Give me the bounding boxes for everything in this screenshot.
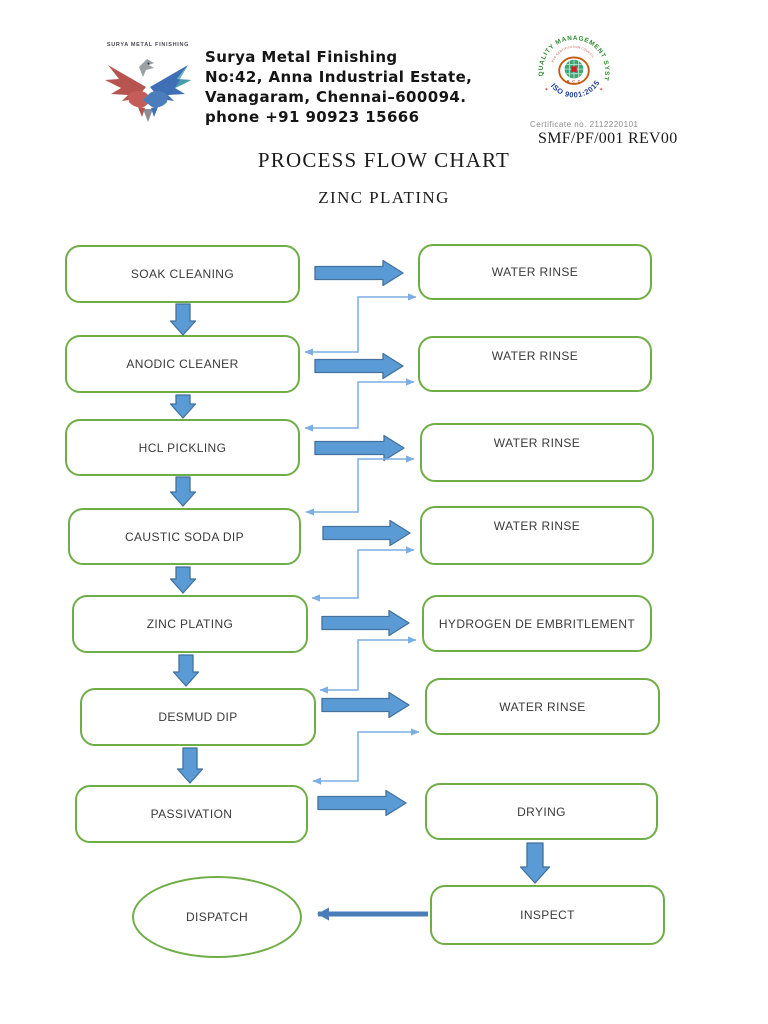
page-title: PROCESS FLOW CHART (257, 148, 511, 172)
logo-caption: SURYA METAL FINISHING (106, 42, 190, 48)
process-arrow-right (321, 691, 410, 719)
flow-node-label: WATER RINSE (491, 349, 579, 363)
process-arrow-down (176, 747, 204, 784)
return-connector (305, 455, 415, 516)
iso-seal-icon: QUALITY MANAGEMENT SYSTEMS RCC CERTIFICA… (532, 29, 610, 100)
process-arrow-down (519, 842, 551, 884)
process-arrow-right (314, 434, 405, 462)
flow-node-label: WATER RINSE (491, 265, 579, 279)
badge-star-left: ✶ (544, 87, 548, 93)
eagle-handshake-logo-icon (105, 59, 191, 122)
flow-node-label: WATER RINSE (493, 436, 581, 450)
process-arrow-down (169, 303, 197, 336)
return-connector (304, 378, 415, 432)
flow-node-passivation: PASSIVATION (75, 785, 308, 843)
flow-node-caustic-soda-dip: CAUSTIC SODA DIP (68, 508, 301, 565)
process-arrow-right (314, 259, 404, 287)
flow-node-water-rinse-2: WATER RINSE (418, 336, 652, 392)
flow-node-water-rinse-3: WATER RINSE (420, 423, 654, 482)
page-subtitle: ZINC PLATING (318, 188, 450, 207)
flow-node-label: WATER RINSE (499, 699, 586, 714)
process-arrow-down (169, 476, 197, 507)
return-connector (319, 636, 417, 694)
flow-node-anodic-cleaner: ANODIC CLEANER (65, 335, 300, 393)
badge-star-right: ✶ (599, 87, 603, 93)
document-code: SMF/PF/001 REV00 (538, 130, 678, 147)
return-connector (311, 546, 415, 602)
process-arrow-right (317, 789, 407, 817)
flow-node-label: HYDROGEN DE EMBRITLEMENT (438, 616, 636, 631)
flow-node-water-rinse-5: WATER RINSE (425, 678, 660, 735)
process-arrow-right (322, 519, 411, 547)
flow-node-label: PASSIVATION (150, 807, 233, 821)
flow-node-hydrogen-de-embritlement: HYDROGEN DE EMBRITLEMENT (422, 595, 652, 652)
badge-globe-icon (564, 59, 584, 79)
certificate-number: Certificate no. 2112220101 (530, 120, 639, 129)
badge-center-text: R C C (567, 79, 581, 83)
company-phone: phone +91 90923 15666 (205, 108, 420, 126)
flow-node-label: DRYING (517, 804, 566, 819)
process-arrow-right (321, 609, 410, 637)
process-arrow-down (169, 566, 197, 594)
company-address-block: Surya Metal Finishing No:42, Anna Indust… (205, 47, 472, 127)
certification-badge-block: QUALITY MANAGEMENT SYSTEMS RCC CERTIFICA… (524, 29, 694, 148)
flow-node-soak-cleaning: SOAK CLEANING (65, 245, 300, 303)
flow-node-label: ZINC PLATING (146, 617, 234, 631)
flow-node-water-rinse-4: WATER RINSE (420, 506, 654, 565)
flow-node-label: ANODIC CLEANER (126, 357, 239, 371)
flow-node-zinc-plating: ZINC PLATING (72, 595, 308, 653)
company-logo: SURYA METAL FINISHING (88, 42, 208, 128)
company-address-line1: No:42, Anna Industrial Estate, (205, 68, 473, 86)
flow-node-label: DISPATCH (185, 910, 249, 924)
flow-node-label: DESMUD DIP (158, 710, 238, 724)
process-arrow-down (169, 394, 197, 419)
process-arrow-down (172, 654, 200, 687)
return-connector (304, 293, 417, 356)
flow-node-dispatch: DISPATCH (132, 876, 302, 958)
flow-node-label: HCL PICKLING (138, 440, 227, 455)
flow-node-hcl-pickling: HCL PICKLING (65, 419, 300, 476)
flow-node-desmud-dip: DESMUD DIP (80, 688, 316, 746)
company-address-line2: Vanagaram, Chennai–600094. (205, 88, 467, 106)
process-arrow-right (314, 352, 404, 380)
flow-node-drying: DRYING (425, 783, 658, 840)
flow-node-inspect: INSPECT (430, 885, 665, 945)
return-connector (312, 728, 420, 785)
company-name: Surya Metal Finishing (205, 48, 398, 66)
flow-node-label: CAUSTIC SODA DIP (124, 529, 245, 544)
return-connectors (304, 293, 420, 785)
flow-node-label: INSPECT (520, 908, 575, 922)
flow-node-label: SOAK CLEANING (130, 267, 235, 281)
flow-node-water-rinse-1: WATER RINSE (418, 244, 652, 300)
flow-node-label: WATER RINSE (493, 519, 581, 533)
